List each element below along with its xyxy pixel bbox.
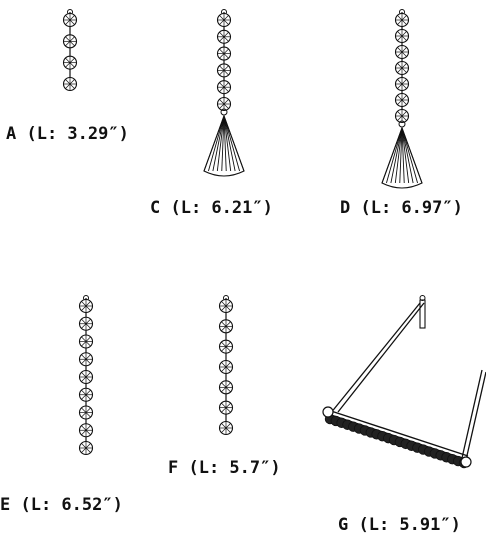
bead: [394, 28, 410, 44]
bead: [394, 44, 410, 60]
bead: [62, 55, 78, 70]
bead: [216, 80, 232, 95]
bead: [78, 440, 94, 456]
bead: [218, 298, 234, 314]
cone-pendant: [381, 126, 423, 189]
strand-E: [78, 295, 94, 456]
bead: [394, 76, 410, 92]
bead: [216, 29, 232, 44]
label-F: F (L: 5.7″): [168, 458, 281, 478]
bead: [218, 420, 234, 436]
label-A: A (L: 3.29″): [6, 124, 129, 144]
bead: [78, 405, 94, 420]
frame-bar: [327, 409, 469, 457]
bead: [78, 423, 94, 438]
strand-D: [381, 9, 423, 189]
hanger-frame-G: [322, 295, 486, 469]
bead: [78, 298, 94, 314]
strand-A: [62, 9, 78, 92]
bead: [62, 12, 78, 28]
bead: [78, 369, 94, 385]
bead: [216, 96, 232, 112]
bead: [78, 316, 94, 331]
bead: [218, 400, 234, 415]
bead: [216, 12, 232, 28]
left-wire: [329, 302, 421, 415]
strand-C: [203, 9, 245, 177]
bead: [394, 12, 410, 28]
bead: [218, 319, 234, 334]
bead: [216, 46, 232, 61]
label-E: E (L: 6.52″): [0, 495, 123, 515]
label-D: D (L: 6.97″): [340, 198, 463, 218]
bead: [216, 63, 232, 78]
right-wire: [465, 371, 486, 461]
bead: [62, 76, 78, 92]
bead: [78, 387, 94, 402]
strand-F: [218, 295, 234, 436]
bead: [394, 60, 410, 76]
bead: [394, 108, 410, 124]
cone-pendant: [203, 114, 245, 177]
bead: [78, 334, 94, 349]
bead: [218, 359, 234, 375]
bead: [218, 339, 234, 354]
label-G: G (L: 5.91″): [338, 515, 461, 535]
bead: [394, 92, 410, 108]
label-C: C (L: 6.21″): [150, 198, 273, 218]
bead: [78, 352, 94, 367]
bead: [218, 380, 234, 395]
bead: [62, 34, 78, 49]
